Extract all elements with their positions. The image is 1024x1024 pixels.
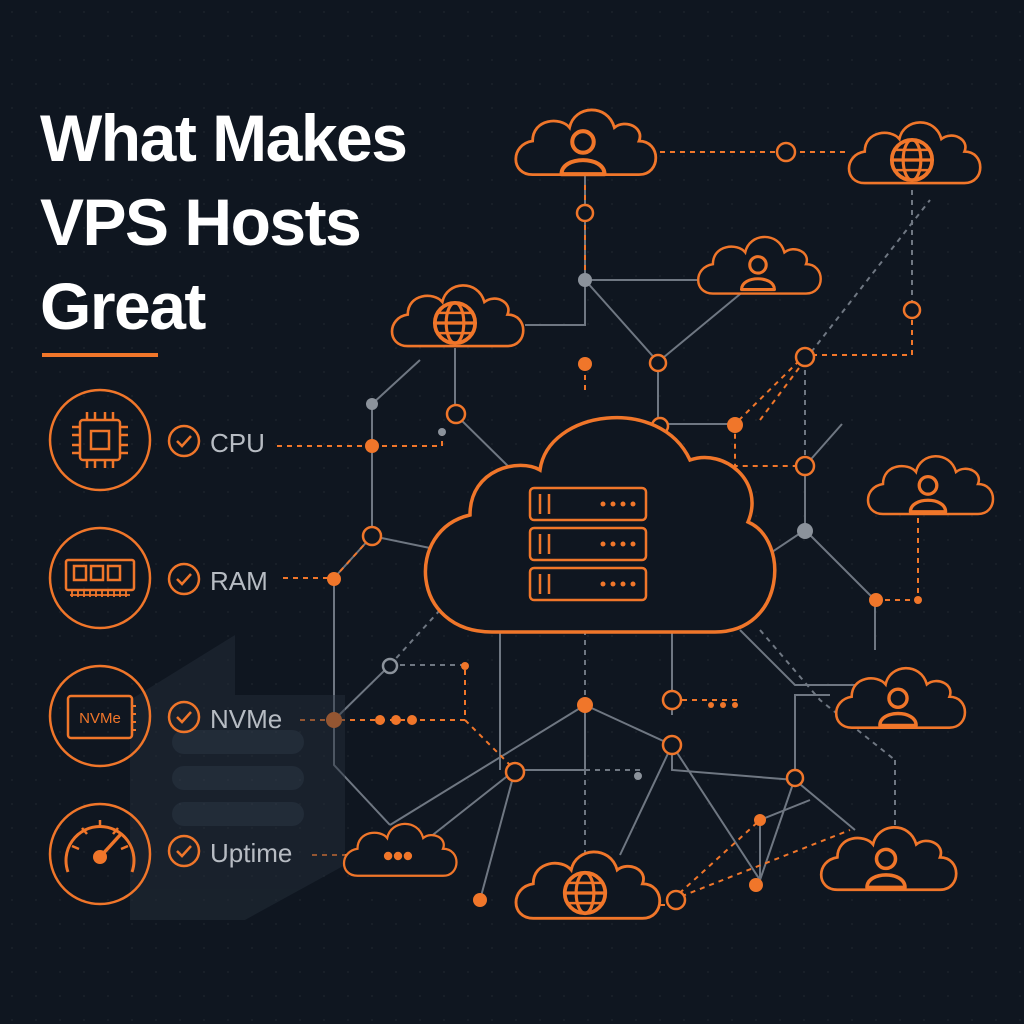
feature-cpu: CPU	[48, 388, 265, 492]
check-circle-icon	[167, 424, 201, 458]
title-underline	[42, 353, 158, 357]
background-server-shape	[130, 635, 345, 920]
speedometer-gauge-icon	[64, 820, 136, 873]
nvme-icon-text: NVMe	[79, 710, 121, 727]
central-server-cloud	[423, 415, 777, 634]
feature-label-cpu: CPU	[210, 428, 265, 458]
ram-module-icon	[64, 558, 136, 597]
feature-ram: RAM	[48, 526, 268, 630]
cloud-node-user-right-1	[866, 454, 995, 516]
feature-label-uptime: Uptime	[210, 838, 292, 868]
check-circle-icon	[167, 700, 201, 734]
title-line-3: Great	[40, 269, 206, 343]
server-rack-icon	[528, 486, 648, 602]
feature-nvme: NVMe NVMe	[48, 664, 282, 768]
title-line-1: What Makes	[40, 101, 408, 175]
nvme-drive-icon	[66, 694, 136, 740]
check-circle-icon	[167, 834, 201, 868]
cloud-node-user-right-2	[834, 666, 967, 729]
cloud-node-ellipsis-bottom-left	[342, 822, 458, 877]
cloud-node-user-top	[514, 108, 658, 175]
connection-nodes	[326, 141, 922, 911]
feature-label-ram: RAM	[210, 566, 268, 596]
cloud-node-globe-bottom	[514, 850, 662, 920]
cloud-node-user-mid-right	[696, 235, 822, 295]
cpu-chip-icon	[72, 412, 128, 468]
feature-uptime: Uptime	[48, 802, 292, 906]
page-title: What Makes VPS Hosts Great	[40, 96, 408, 348]
cloud-node-globe-top-right	[847, 121, 982, 185]
ellipsis-icon	[383, 851, 413, 861]
cloud-node-user-bottom-right	[819, 826, 958, 892]
cloud-node-globe-left	[390, 284, 525, 348]
check-circle-icon	[167, 562, 201, 596]
feature-list: CPU RAM NVMe	[48, 388, 292, 906]
title-line-2: VPS Hosts	[40, 185, 362, 259]
feature-label-nvme: NVMe	[210, 704, 282, 734]
